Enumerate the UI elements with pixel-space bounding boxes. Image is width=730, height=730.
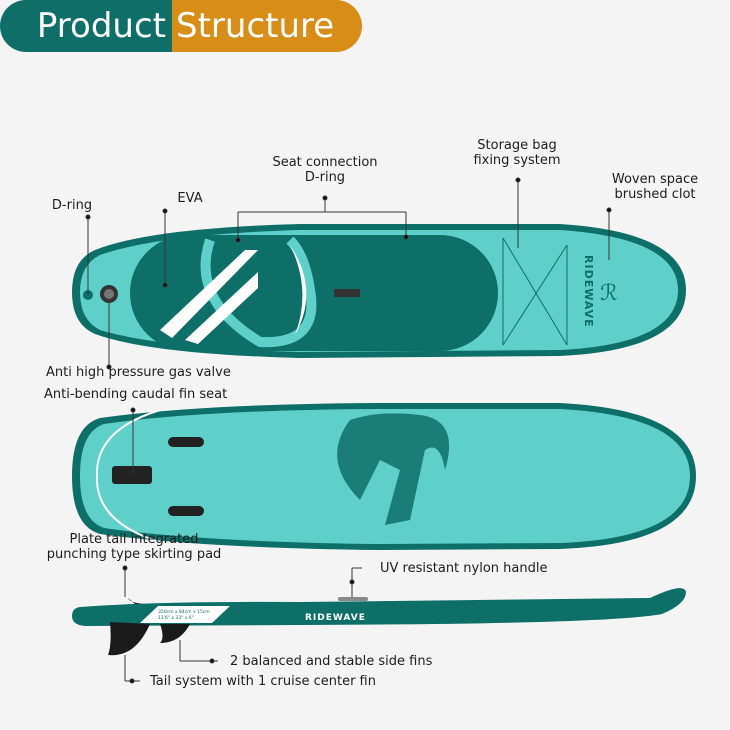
bungee-cords [502, 237, 568, 346]
board-brand-side: RIDEWAVE [305, 613, 366, 623]
label-skirting: Plate tail integrated punching type skir… [47, 532, 222, 562]
board-side-view: 350cm x 84cm x 15cm 11'6" x 33" x 6" RID… [72, 588, 686, 656]
nylon-handle [338, 597, 368, 601]
label-line: Plate tail integrated [69, 532, 199, 547]
label-line: punching type skirting pad [46, 547, 222, 562]
board-brand-top: RIDEWAVE [582, 255, 595, 328]
label-line: Storage bag [477, 138, 557, 153]
label-line: Woven space [611, 172, 699, 187]
label-line: D-ring [304, 170, 346, 185]
label-woven: Woven space brushed clot [612, 172, 698, 202]
leader-lines [85, 177, 612, 684]
title-part-1: Product [0, 0, 172, 52]
label-fin-seat: Anti-bending caudal fin seat [44, 387, 228, 402]
label-line: Seat connection [272, 155, 378, 170]
board-top-view: RIDEWAVE ℛ [72, 224, 686, 358]
label-center-fin: Tail system with 1 cruise center fin [150, 674, 376, 689]
board-bottom-view [72, 403, 696, 550]
dims-metric: 350cm x 84cm x 15cm [158, 609, 210, 615]
brand-logo-icon: ℛ [600, 281, 618, 306]
side-fin-box [168, 437, 204, 447]
label-storage-bag: Storage bag fixing system [473, 138, 560, 168]
label-line: brushed clot [614, 187, 696, 202]
center-fin [108, 622, 150, 656]
center-fin-box [112, 466, 152, 484]
brand-logo-icon [337, 413, 450, 525]
title-part-2: Structure [172, 0, 362, 52]
dims-imperial: 11'6" x 33" x 6" [158, 615, 194, 621]
label-line: fixing system [473, 153, 561, 168]
label-d-ring: D-ring [51, 198, 93, 213]
label-handle: UV resistant nylon handle [380, 561, 548, 576]
label-eva: EVA [177, 191, 203, 206]
side-fin-box [168, 506, 204, 516]
label-side-fins: 2 balanced and stable side fins [230, 654, 433, 669]
label-gas-valve: Anti high pressure gas valve [46, 365, 231, 380]
page-title: Product Structure [0, 0, 362, 52]
side-fin [160, 624, 190, 643]
center-handle [334, 289, 360, 297]
label-seat-connection: Seat connection D-ring [272, 155, 377, 185]
